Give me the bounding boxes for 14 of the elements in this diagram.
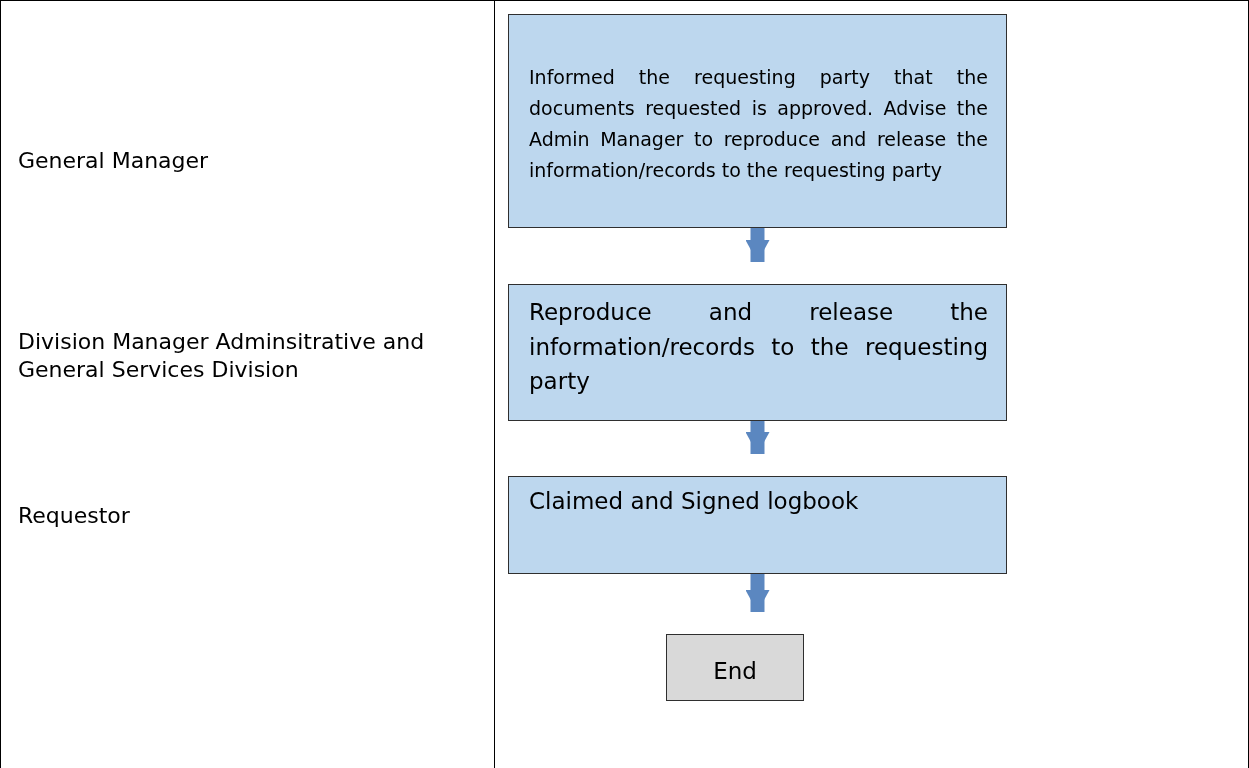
step-text: Reproduce and release the information/records to the requesting party [529,298,988,396]
step-text: Claimed and Signed logbook [529,487,860,516]
process-box [508,476,1007,574]
end-terminal [666,634,804,701]
step-text: End [713,656,757,686]
process-box [508,14,1007,228]
block-arrow [745,421,770,454]
process-box [508,284,1007,421]
role-label: General Manager [18,147,210,175]
step-text: Informed the requesting party that the documents requested is approved. Advise the Admin Manager to reproduce and release the information/records to the requesting party [529,65,988,183]
role-label: Requestor [18,502,131,530]
block-arrow [745,574,770,612]
role-label: Division Manager Adminsitrative and General Services Division [18,327,426,383]
block-arrow [745,228,770,262]
